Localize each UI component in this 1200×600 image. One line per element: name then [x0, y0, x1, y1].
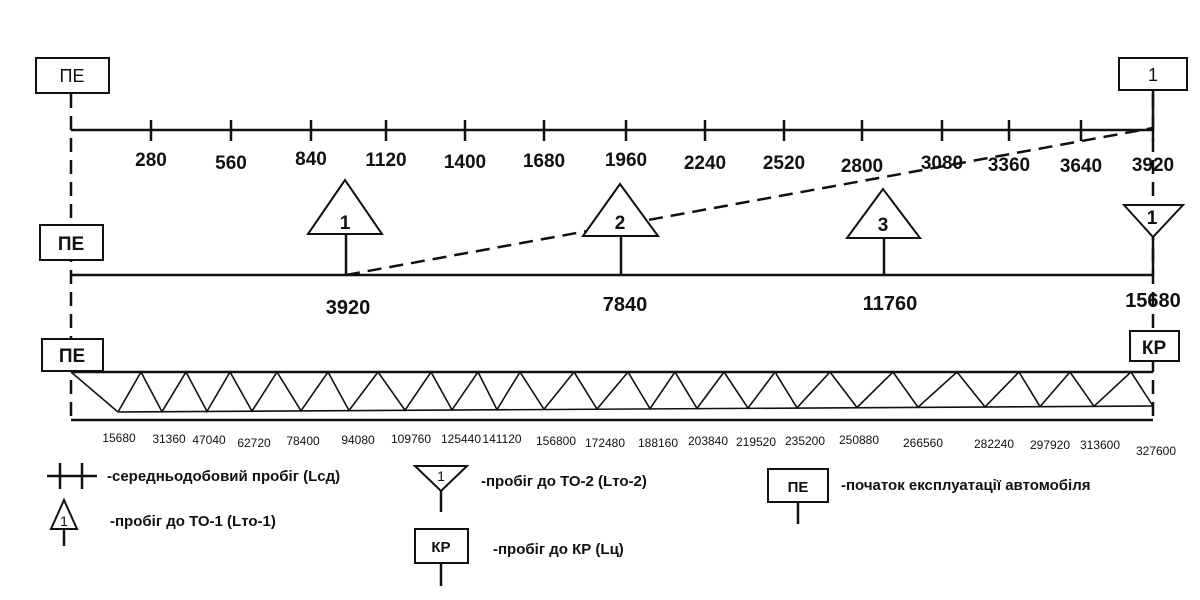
row2-start-box — [39, 224, 104, 261]
legend: -середньодобовий пробіг (Lсд) 1 -пробіг … — [47, 463, 1090, 586]
legend-to2-triangle — [412, 465, 470, 493]
to2-end-triangle-label: 1 — [1147, 208, 1158, 229]
row3-mileage-label: 62720 — [237, 436, 271, 450]
legend-pe-symbol: ПЕ — [788, 479, 809, 496]
row3-mileage-label: 15680 — [102, 431, 136, 445]
row2-start-box-label: ПЕ — [58, 234, 84, 255]
row3-mileage-label: 172480 — [585, 436, 625, 450]
row-daily-mileage: ПЕ 1 280 560 840 1120 1400 1680 1960 2240 2520 28… — [35, 57, 1188, 177]
row3-start-diagonal — [70, 371, 119, 413]
row1-start-box — [35, 57, 110, 94]
row3-start-box — [41, 338, 104, 372]
row3-zigzag-cycle — [117, 370, 1154, 414]
row3-mileage-label: 125440 — [441, 432, 481, 446]
row2-label-4: 15680 — [1125, 290, 1181, 312]
row3-mileage-label: 141120 — [482, 432, 521, 446]
row2-label-1: 3920 — [326, 297, 371, 319]
row3-mileage-label: 297920 — [1030, 438, 1070, 452]
diagonal-dashed-link — [345, 126, 1154, 277]
legend-daily-text: -середньодобовий пробіг (Lсд) — [107, 468, 340, 485]
row1-tick-label: 1960 — [605, 150, 647, 171]
legend-pe-text: -початок експлуатації автомобіля — [841, 477, 1090, 494]
row1-tick-label: 1400 — [444, 152, 486, 173]
row3-mileage-label: 94080 — [341, 433, 375, 447]
legend-to1-text: -пробіг до ТО-1 (Lто-1) — [110, 513, 276, 530]
row3-mileage-label: 282240 — [974, 437, 1014, 451]
row3-mileage-label: 266560 — [903, 436, 943, 450]
row1-start-box-label: ПЕ — [60, 66, 85, 86]
row3-mileage-label: 313600 — [1080, 438, 1120, 452]
row-to1-mileage: ПЕ 1 2 3 1 3920 7840 11760 15680 — [39, 178, 1186, 319]
row3-mileage-label: 47040 — [192, 433, 226, 447]
row3-mileage-label: 188160 — [638, 436, 678, 450]
row-overhaul-cycle: ПЕ КР 15680 31360 47040 62720 78400 94080 1097… — [41, 330, 1180, 458]
row1-tick-label: 3920 — [1132, 155, 1174, 176]
row1-tick-label: 560 — [215, 153, 247, 174]
row1-end-box-label: 1 — [1148, 65, 1158, 85]
legend-kr-symbol: КР — [431, 539, 450, 556]
row3-end-box — [1129, 330, 1180, 362]
to1-triangle-1-label: 1 — [340, 213, 351, 234]
row2-label-2: 7840 — [603, 294, 648, 316]
legend-to1-symbol: 1 — [60, 513, 68, 529]
row3-bottom-line — [117, 405, 1154, 413]
row1-end-box — [1118, 57, 1188, 91]
to1-triangle-2-label: 2 — [615, 213, 626, 234]
legend-to2-text: -пробіг до ТО-2 (Lто-2) — [481, 473, 647, 490]
row1-tick-label: 3640 — [1060, 156, 1102, 177]
row1-tick-label: 280 — [135, 150, 167, 171]
row1-tick-label: 1120 — [365, 150, 406, 171]
row3-mileage-label: 250880 — [839, 433, 879, 447]
row3-mileage-label: 203840 — [688, 434, 728, 448]
row2-label-3: 11760 — [863, 293, 918, 315]
to1-triangle-2 — [581, 182, 660, 237]
to1-triangle-3-label: 3 — [878, 215, 889, 236]
to2-end-triangle — [1121, 204, 1186, 239]
row3-mileage-label: 156800 — [536, 434, 576, 448]
legend-to2-symbol: 1 — [437, 468, 445, 484]
to1-triangle-3 — [845, 187, 923, 239]
row1-tick-label: 3360 — [988, 155, 1030, 176]
row3-mileage-label: 327600 — [1136, 444, 1176, 458]
row3-mileage-label: 78400 — [286, 434, 320, 448]
row3-start-box-label: ПЕ — [59, 346, 85, 367]
row3-mileage-label: 219520 — [736, 435, 776, 449]
row1-tick-label: 2520 — [763, 153, 805, 174]
row1-tick-label: 2800 — [841, 156, 883, 177]
row1-tick-label: 840 — [295, 149, 327, 170]
row1-tick-label: 1680 — [523, 151, 565, 172]
to1-triangle-1 — [306, 178, 384, 235]
row3-end-box-label: КР — [1142, 338, 1167, 359]
row1-tick-label: 2240 — [684, 153, 726, 174]
row3-mileage-label: 109760 — [391, 432, 431, 446]
row3-mileage-label: 31360 — [152, 432, 186, 446]
legend-kr-text: -пробіг до КР (Lц) — [493, 541, 624, 558]
legend-kr-box — [414, 528, 469, 564]
row3-mileage-label: 235200 — [785, 434, 825, 448]
legend-pe-box — [767, 468, 829, 503]
